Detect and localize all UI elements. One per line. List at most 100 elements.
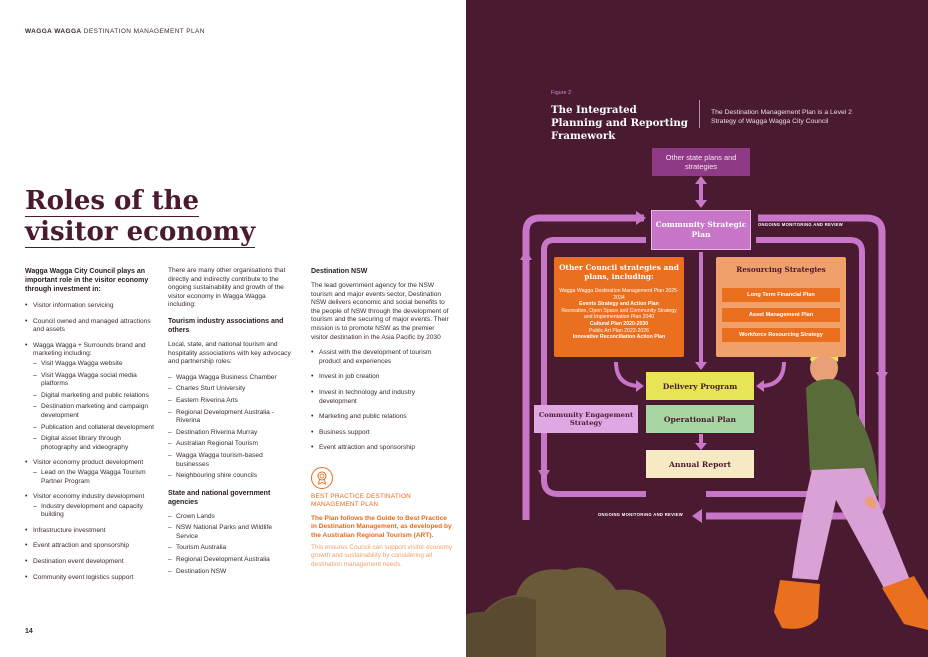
- best-practice-statement: The Plan follows the Guide to Best Pract…: [311, 514, 452, 539]
- ocs-line: Innovative Reconciliation Action Plan: [572, 334, 666, 341]
- rs-heading: Resourcing Strategies: [736, 265, 826, 274]
- tourism-associations-heading: Tourism industry associations and others: [168, 317, 284, 334]
- walking-person-illustration: [774, 348, 928, 630]
- sub-list-item: Industry development and capacity buildi…: [33, 503, 155, 520]
- list-item: Event attraction and sponsorship: [25, 542, 155, 551]
- arrow-up-head: [695, 176, 707, 184]
- box-other-council-strategies: Other Council strategies and plans, incl…: [554, 257, 684, 357]
- association-item: Destination Riverina Murray: [168, 429, 293, 438]
- ocs-line: Wagga Wagga Destination Management Plan …: [559, 288, 679, 301]
- council-role-lead: Wagga Wagga City Council plays an import…: [25, 268, 149, 293]
- agency-item: NSW National Parks and Wildlife Service: [168, 524, 293, 541]
- list-item: Visitor economy product development: [25, 459, 155, 468]
- figure-description: The Destination Management Plan is a Lev…: [711, 109, 852, 125]
- agency-item: Tourism Australia: [168, 544, 293, 553]
- list-item: Destination event development: [25, 558, 155, 567]
- list-item: Council owned and managed attractions an…: [25, 318, 155, 335]
- figure-label: Figure 2: [551, 90, 572, 96]
- sub-list-item: Digital marketing and public relations: [33, 392, 155, 401]
- list-item: Infrastructure investment: [25, 527, 155, 536]
- box-resourcing-strategies: Resourcing Strategies Long Term Financia…: [716, 257, 846, 357]
- outer-loop-right: [758, 214, 886, 360]
- ocs-line: Public Art Plan 2022-2026: [589, 327, 649, 334]
- column-destination-nsw: Destination NSW The lead government agen…: [311, 267, 453, 569]
- destination-nsw-text: The lead government agency for the NSW t…: [311, 282, 449, 341]
- page-number: 14: [25, 628, 33, 635]
- list-item: Visitor economy industry development: [25, 493, 155, 502]
- ocs-line: Recreation, Open Space and Community Str…: [561, 307, 677, 321]
- rs-item: Asset Management Plan: [722, 308, 840, 322]
- framework-diagram-graphics: [466, 176, 928, 657]
- sub-list-item: Visit Wagga Wagga website: [33, 360, 155, 369]
- association-item: Eastern Riverina Arts: [168, 397, 293, 406]
- best-practice-body: This ensures Council can support visitor…: [311, 544, 453, 568]
- outer-loop-left: [522, 214, 644, 520]
- sub-list-holder: Visit Wagga Wagga websiteVisit Wagga Wag…: [25, 360, 155, 452]
- arrow-down-head-3: [695, 443, 707, 450]
- destination-nsw-item: Business support: [311, 429, 453, 438]
- sub-list-item: Digital asset library through photograph…: [33, 435, 155, 452]
- list-item: Wagga Wagga + Surrounds brand and market…: [25, 342, 155, 359]
- sub-list-holder: Lead on the Wagga Wagga Tourism Partner …: [25, 469, 155, 486]
- destination-nsw-item: Invest in technology and industry develo…: [311, 389, 453, 406]
- destination-nsw-item: Event attraction and sponsorship: [311, 444, 453, 453]
- association-item: Australian Regional Tourism: [168, 440, 293, 449]
- award-badge-icon: [311, 466, 333, 489]
- loop-arrow-left: [692, 509, 702, 523]
- sub-list-item: Destination marketing and campaign devel…: [33, 403, 155, 420]
- page-title-line-2: visitor economy: [25, 217, 256, 248]
- arrow-left-head: [756, 380, 764, 392]
- tourism-associations-text: Local, state, and national tourism and h…: [168, 340, 291, 366]
- arrow-down-head-2: [695, 362, 707, 370]
- page-title: Roles of the visitor economy: [25, 186, 256, 248]
- association-item: Wagga Wagga tourism-based businesses: [168, 452, 293, 469]
- arrow-right-head: [636, 380, 644, 392]
- running-head-rest: DESTINATION MANAGEMENT PLAN: [83, 28, 205, 35]
- ocs-line: Cultural Plan 2020-2030: [589, 320, 649, 327]
- box-annual-report: Annual Report: [646, 450, 754, 478]
- rs-item: Long Term Financial Plan: [722, 288, 840, 302]
- sub-list-item: Publication and collateral development: [33, 424, 155, 433]
- loop-arrow-down: [876, 372, 888, 382]
- sub-list: Lead on the Wagga Wagga Tourism Partner …: [33, 469, 155, 486]
- association-item: Wagga Wagga Business Chamber: [168, 374, 293, 383]
- box-community-strategic-plan: Community Strategic Plan: [651, 210, 751, 250]
- destination-nsw-list: Assist with the development of tourism p…: [311, 349, 453, 453]
- association-item: Charles Sturt University: [168, 385, 293, 394]
- foliage-decoration-back: [466, 597, 536, 657]
- arrow-down-head: [695, 200, 707, 208]
- monitoring-label-top: ONGOING MONITORING AND REVIEW: [758, 222, 844, 227]
- sub-list: Visit Wagga Wagga websiteVisit Wagga Wag…: [33, 360, 155, 452]
- box-operational-plan: Operational Plan: [646, 405, 754, 433]
- sub-list-item: Visit Wagga Wagga social media platforms: [33, 372, 155, 389]
- destination-nsw-item: Assist with the development of tourism p…: [311, 349, 453, 366]
- inner-arrow-down: [538, 470, 550, 480]
- loop-arrow-up: [520, 250, 532, 260]
- agency-item: Destination NSW: [168, 568, 293, 577]
- tourism-associations-list: Wagga Wagga Business ChamberCharles Stur…: [168, 374, 293, 481]
- ocs-heading: Other Council strategies and plans, incl…: [559, 263, 679, 281]
- box-delivery-program: Delivery Program: [646, 372, 754, 400]
- council-role-list: Visitor information servicingCouncil own…: [25, 302, 155, 582]
- running-head: WAGGA WAGGA DESTINATION MANAGEMENT PLAN: [25, 28, 205, 35]
- sub-list-item: Lead on the Wagga Wagga Tourism Partner …: [33, 469, 155, 486]
- other-organisations-intro: There are many other organisations that …: [168, 267, 286, 309]
- ocs-line: Events Strategy and Action Plan: [579, 301, 659, 308]
- inner-loop-left: [541, 237, 646, 480]
- figure-divider: [699, 100, 700, 128]
- rs-item: Workforce Resourcing Strategy: [722, 328, 840, 342]
- association-item: Neighbouring shire councils: [168, 472, 293, 481]
- column-other-organisations: There are many other organisations that …: [168, 267, 293, 579]
- sub-list-holder: Industry development and capacity buildi…: [25, 503, 155, 520]
- page-title-line-1: Roles of the: [25, 186, 200, 217]
- government-agencies-heading: State and national government agencies: [168, 489, 271, 506]
- destination-nsw-item: Marketing and public relations: [311, 413, 453, 422]
- best-practice-callout: BEST PRACTICE DESTINATION MANAGEMENT PLA…: [311, 466, 453, 569]
- loop-arrow-right: [636, 211, 646, 225]
- agency-item: Regional Development Australia: [168, 556, 293, 565]
- figure-title: The Integrated Planning and Reporting Fr…: [551, 104, 688, 142]
- right-page-figure: Figure 2 The Integrated Planning and Rep…: [466, 0, 928, 657]
- left-page: WAGGA WAGGA DESTINATION MANAGEMENT PLAN …: [0, 0, 466, 657]
- destination-nsw-item: Invest in job creation: [311, 373, 453, 382]
